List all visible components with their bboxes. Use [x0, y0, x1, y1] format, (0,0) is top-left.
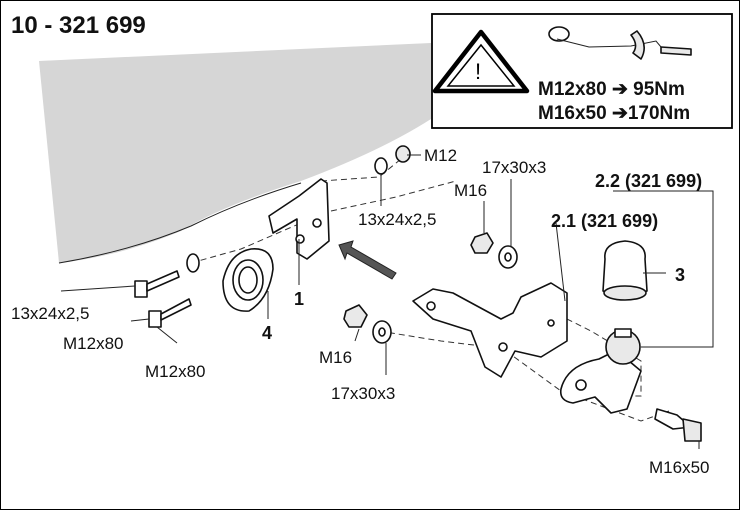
svg-text:!: !	[475, 59, 481, 84]
callout-part-4: 4	[262, 323, 272, 343]
washer	[374, 157, 388, 175]
label-bolt-m12x80: M12x80	[63, 334, 123, 353]
ball-coupling	[559, 328, 642, 414]
assembly-line	[378, 330, 507, 350]
tow-bar-bracket	[412, 282, 568, 378]
direction-arrow	[338, 240, 397, 280]
mounting-bracket	[268, 178, 330, 260]
torque-wrench-icon	[548, 26, 692, 60]
bolt-m16x50	[654, 408, 702, 442]
torque-spec-m12: M12x80 ➔ 95Nm	[538, 79, 685, 100]
assembly-line	[505, 350, 670, 422]
label-bolt-m12x80: M12x80	[145, 362, 205, 381]
torque-spec-m16: M16x50 ➔170Nm	[538, 103, 690, 124]
label-washer-13x24: 13x24x2,5	[358, 210, 436, 229]
nut-m16	[343, 304, 368, 328]
label-nut-m16: M16	[319, 348, 352, 367]
nut-m12	[395, 145, 411, 163]
label-washer-17x30: 17x30x3	[331, 384, 395, 403]
spacer-plate	[222, 248, 274, 312]
label-bolt-m16x50: M16x50	[649, 458, 709, 477]
vehicle-body	[39, 43, 431, 263]
callout-part-1: 1	[294, 289, 304, 309]
label-washer-17x30: 17x30x3	[482, 158, 546, 177]
callout-part-2-2: 2.2 (321 699)	[595, 171, 702, 191]
assembly-line	[190, 222, 302, 264]
assembly-line	[330, 180, 457, 212]
bolt-m12x80	[148, 298, 192, 328]
bolt-m12x80	[134, 270, 180, 298]
label-m12-nut: M12	[424, 146, 457, 165]
tow-ball-cap	[602, 240, 648, 301]
warning-triangle-icon: !	[432, 29, 530, 94]
nut-m16	[470, 232, 494, 254]
label-washer-13x24: 13x24x2,5	[11, 304, 89, 323]
page-title: 10 - 321 699	[11, 12, 146, 39]
callout-part-3: 3	[675, 265, 685, 285]
vehicle-body-edge	[58, 182, 302, 264]
washer	[186, 253, 200, 273]
warning-box: ! M12x80 ➔ 95Nm M16x50 ➔170Nm	[431, 13, 733, 129]
label-nut-m16: M16	[454, 181, 487, 200]
callout-part-2-1: 2.1 (321 699)	[551, 211, 658, 231]
